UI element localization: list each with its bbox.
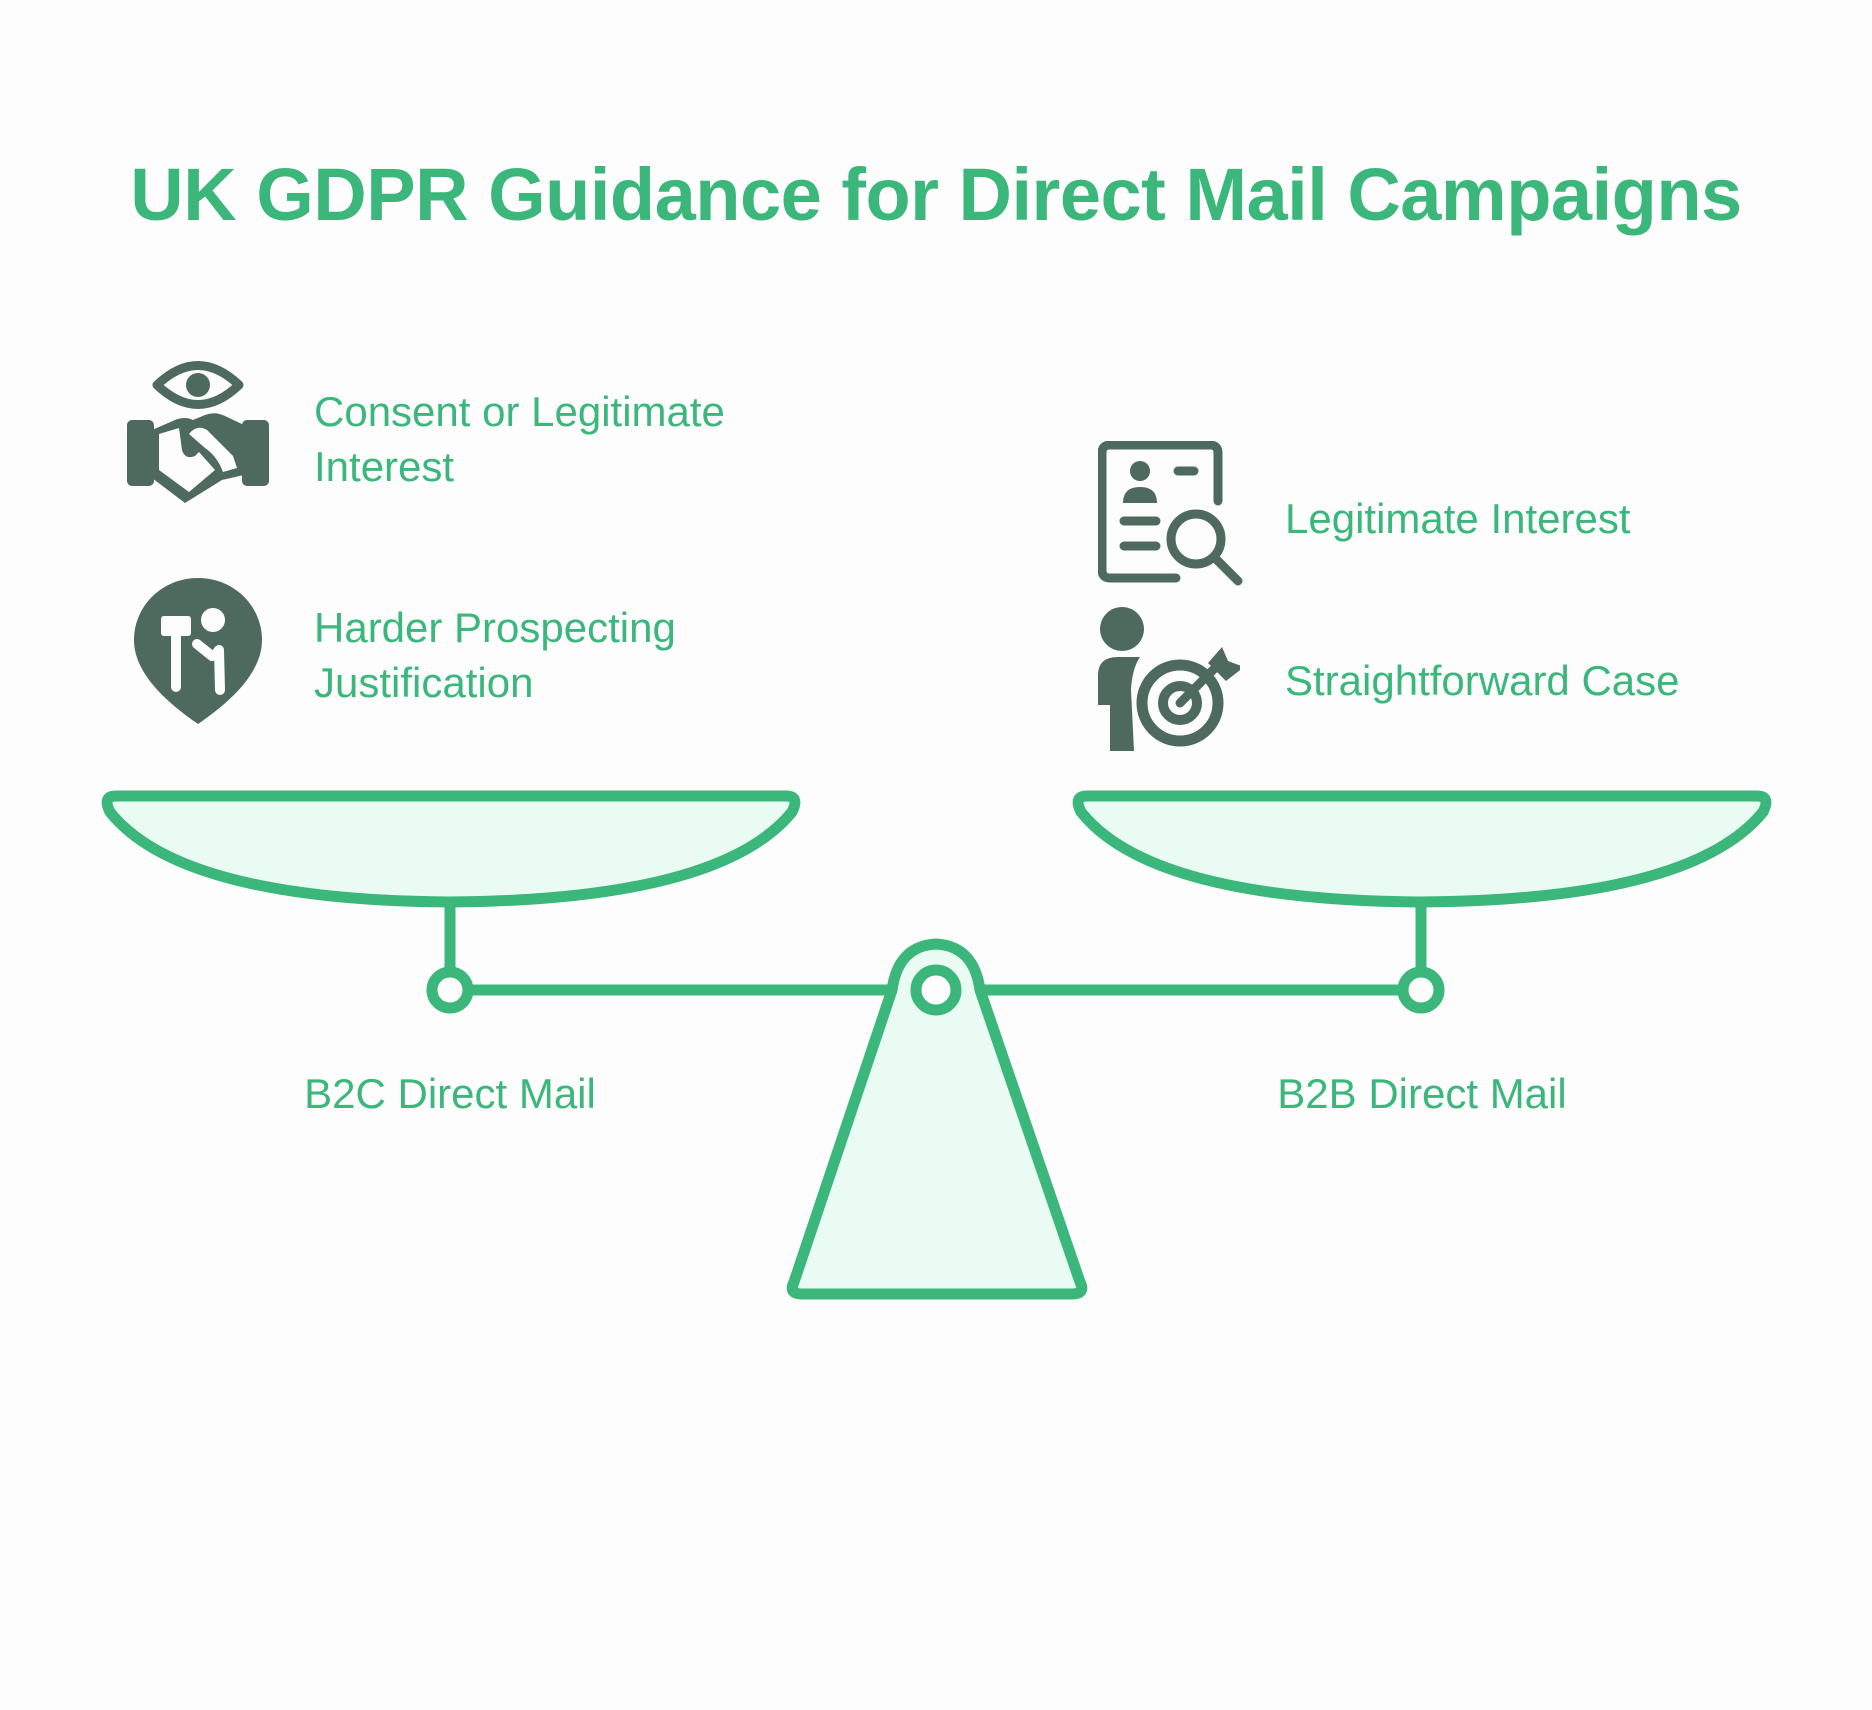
person-target-icon <box>1098 605 1244 751</box>
pivot-circle <box>910 964 962 1016</box>
document-search-icon <box>1097 440 1245 588</box>
page-title: UK GDPR Guidance for Direct Mail Campaig… <box>130 153 1742 236</box>
b2c-label: B2C Direct Mail <box>304 1070 596 1117</box>
left-item-2-text: Harder Prospecting Justification <box>314 604 676 706</box>
b2b-label: B2B Direct Mail <box>1277 1070 1567 1117</box>
fulcrum <box>786 938 1088 1300</box>
left-item-1-text: Consent or Legitimate Interest <box>314 388 725 490</box>
right-joint <box>1397 966 1445 1014</box>
right-pan <box>1072 790 1772 908</box>
left-pan <box>101 790 801 908</box>
location-pin-hammer-person-icon <box>134 578 262 724</box>
left-joint <box>426 966 474 1014</box>
right-item-2-text: Straightforward Case <box>1285 657 1680 704</box>
right-item-1-text: Legitimate Interest <box>1285 495 1631 542</box>
eye-handshake-icon <box>127 360 269 506</box>
